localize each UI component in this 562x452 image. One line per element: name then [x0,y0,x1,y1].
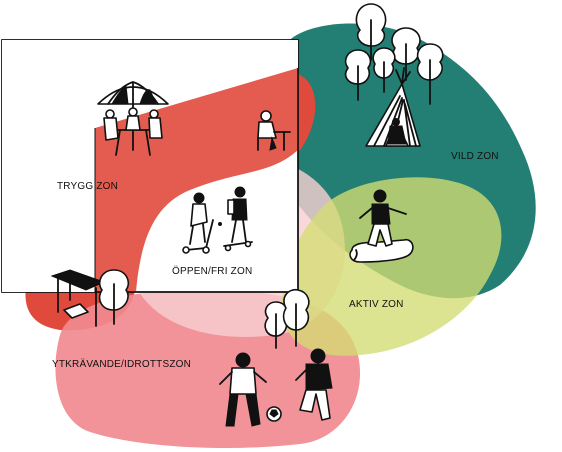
football-icon [266,406,282,422]
small-tree-icon [264,288,310,349]
parasol-table-people-icon [97,81,169,156]
ytkravande-zon-label: YTKRÄVANDE/IDROTTSZON [52,358,191,370]
building-interior [2,40,298,292]
vild-zon-label: VILD ZON [451,151,499,162]
trygg-zon-overlap [95,68,298,292]
hut-tent-icon [365,67,421,147]
scooter-kids-icon [182,192,222,254]
aktiv-zon-label: AKTIV ZON [349,299,404,310]
oppen-zon-label: ÖPPEN/FRI ZON [172,265,252,277]
football-players-icon [219,348,333,427]
tree-cluster-icon [344,3,444,105]
person-at-table-icon [257,110,291,151]
skateboard-kid-icon [223,186,253,252]
balancing-log-kid-icon [349,189,414,263]
trygg-zon-label: TRYGG ZON [57,181,118,192]
small-tree-icon [98,269,130,325]
aktiv-zon-blob [281,177,502,356]
